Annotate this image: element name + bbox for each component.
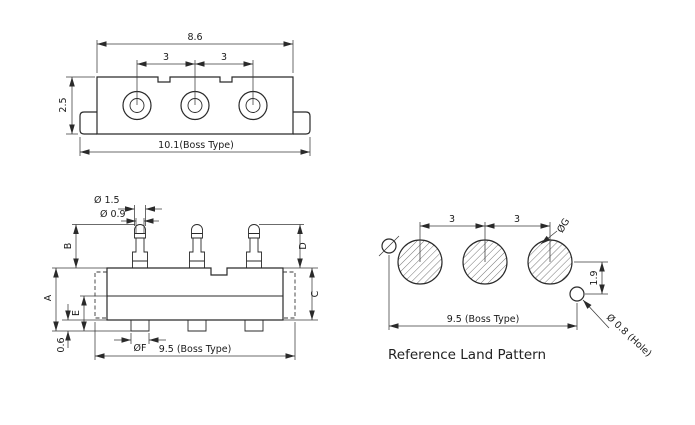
dim-top-pitch-left-label: 3	[163, 52, 169, 63]
dim-front-overall	[94, 322, 296, 360]
dim-d-label: D	[298, 242, 309, 249]
dim-hole-dia-leader	[582, 299, 610, 329]
dim-foot-height-label: 0.6	[56, 337, 67, 352]
dim-e-label: E	[71, 310, 82, 316]
dim-plunger-dia-label: Ø 0.9	[100, 209, 126, 220]
dim-pad-dia-label: ØF	[134, 343, 147, 354]
dim-tip-dia-label: Ø 1.5	[94, 195, 120, 206]
pogo-pin-2	[187, 224, 207, 332]
dim-front-overall-label: 9.5 (Boss Type)	[159, 344, 232, 355]
dim-b-label: B	[63, 243, 74, 250]
top-view-right-ear	[293, 111, 311, 135]
dim-d	[259, 224, 318, 269]
dim-a	[52, 268, 131, 332]
dim-top-height-label: 2.5	[58, 97, 69, 112]
boss-hole-left-centerline	[378, 235, 400, 257]
dim-land-pitch	[419, 222, 551, 262]
dim-pad-g-label: ØG	[555, 217, 572, 235]
dim-hole-offset	[574, 261, 608, 295]
dim-foot-height	[62, 304, 107, 348]
dim-top-pitch	[136, 60, 254, 105]
dim-top-pitch-right-label: 3	[221, 52, 227, 63]
dim-c-label: C	[310, 290, 321, 297]
dim-a-label: A	[43, 294, 54, 301]
front-view-body-outline	[106, 267, 284, 321]
boss-hole-left	[381, 238, 397, 254]
front-view-right-boss-hidden	[283, 271, 296, 319]
top-view: 8.6 3 3 2.5 10.1(Boss Type)	[58, 32, 311, 156]
dim-land-overall	[388, 255, 578, 330]
dim-land-pitch-right-label: 3	[514, 214, 520, 225]
dim-b	[52, 224, 135, 269]
dim-hole-dia-label: Ø 0.8 (Hole)	[604, 312, 654, 359]
dim-c	[283, 268, 318, 321]
dim-plunger-dia	[121, 218, 159, 234]
dim-pad-g-leader	[540, 230, 558, 245]
dim-top-height	[66, 76, 95, 135]
top-view-left-ear	[79, 111, 97, 135]
pogo-pin-1	[130, 224, 150, 332]
front-view-left-boss-hidden	[94, 271, 107, 319]
dim-land-overall-label: 9.5 (Boss Type)	[447, 314, 520, 325]
dim-top-width-label: 8.6	[187, 32, 202, 43]
land-pattern-view: 3 3 ØG 1.9 Ø 0.8 (Hole) 9.5 (Boss Type) …	[378, 214, 654, 363]
boss-hole-right	[569, 286, 585, 302]
dim-land-pitch-left-label: 3	[449, 214, 455, 225]
dim-top-width	[96, 40, 294, 73]
dim-e	[80, 295, 107, 331]
dim-top-overall	[79, 137, 311, 156]
pogo-pin-3	[244, 224, 264, 332]
dim-top-overall-label: 10.1(Boss Type)	[158, 140, 234, 151]
dim-pad-dia	[114, 333, 166, 344]
land-pattern-caption: Reference Land Pattern	[388, 347, 546, 363]
dim-hole-offset-label: 1.9	[589, 270, 600, 285]
front-view: Ø 1.5 Ø 0.9 B D C A	[43, 195, 321, 360]
